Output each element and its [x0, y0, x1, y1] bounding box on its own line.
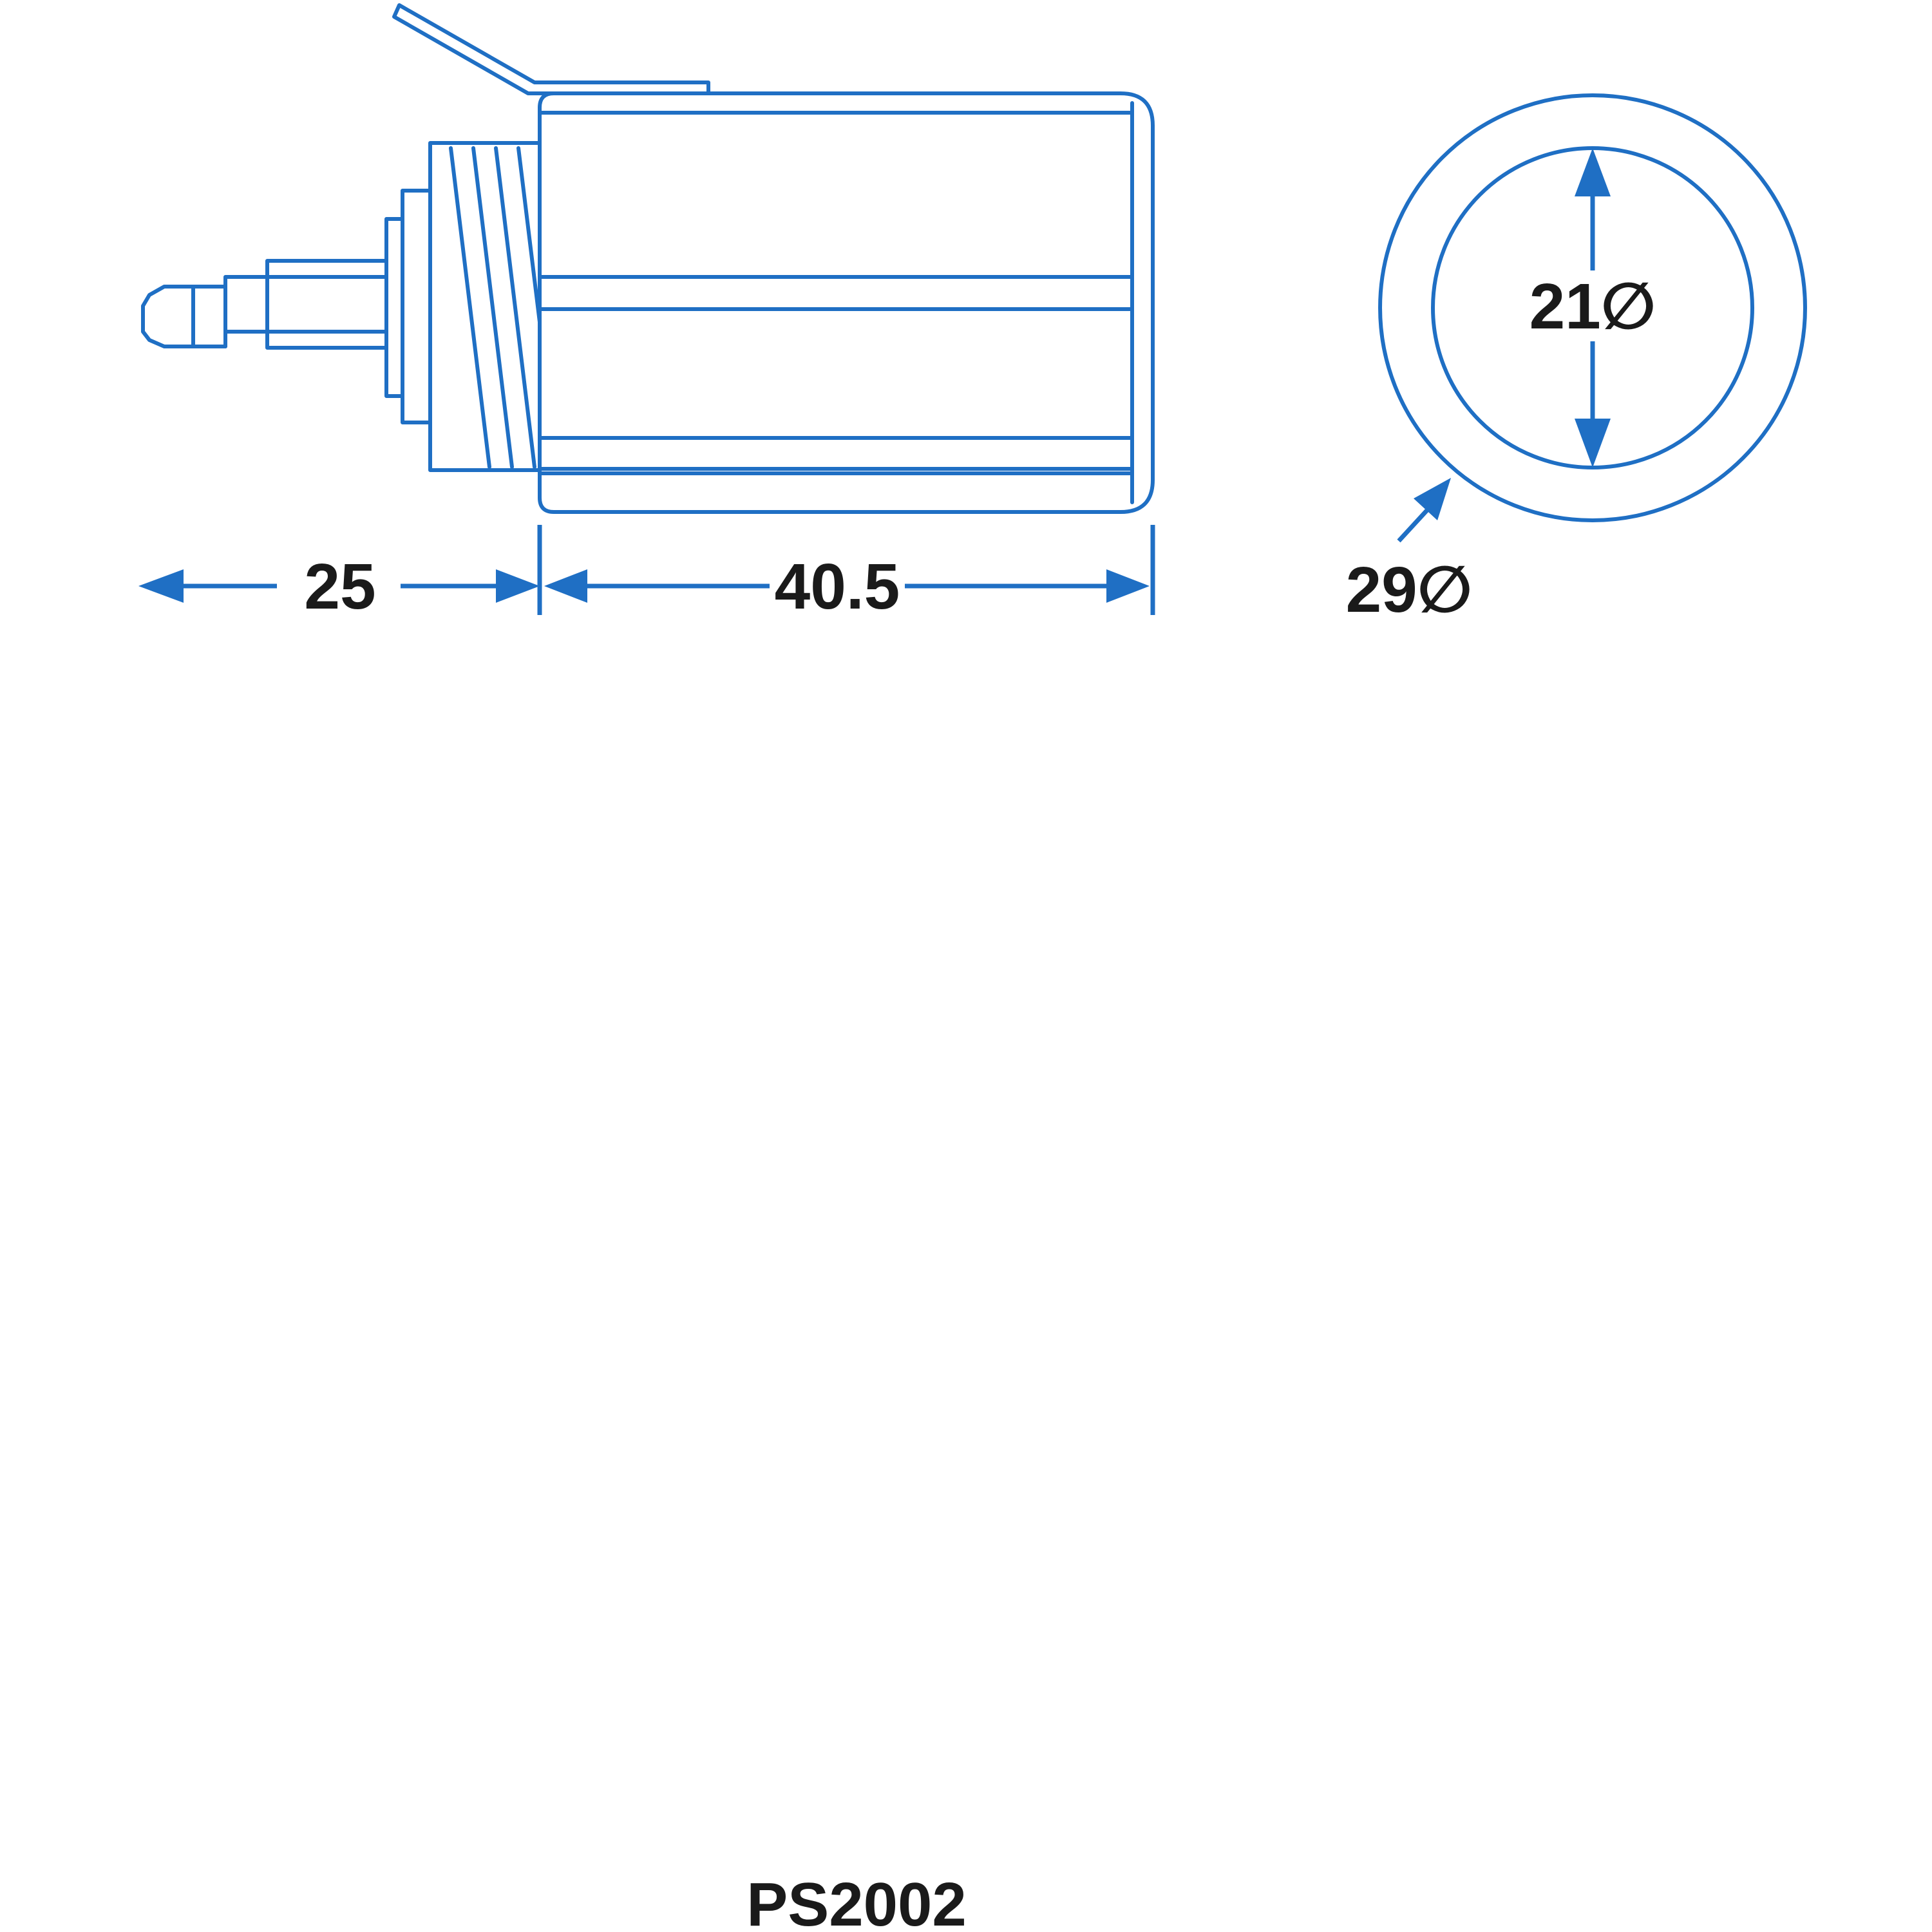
- side-view: [141, 3, 1155, 514]
- arrowhead-left: [138, 569, 184, 603]
- arrowhead-right: [1106, 569, 1150, 603]
- outer-circle: [1378, 93, 1807, 522]
- flange-ring: [384, 217, 404, 398]
- leader-line: [1397, 507, 1430, 543]
- solenoid-body: [538, 91, 1155, 514]
- thread-line: [516, 146, 542, 324]
- plunger-tip: [141, 275, 269, 348]
- thread-line: [449, 146, 491, 469]
- mounting-tab: [392, 3, 710, 95]
- arrowhead-right: [496, 569, 540, 603]
- thread-line: [471, 146, 514, 469]
- arrowhead-left: [544, 569, 587, 603]
- arrowhead-up: [1575, 148, 1611, 196]
- part-code: PS2002: [746, 1870, 967, 1932]
- end-view: 21∅ 29∅: [1346, 93, 1807, 626]
- thread-line: [494, 146, 536, 469]
- inner-diameter-label: 21∅: [1530, 270, 1656, 343]
- dimension-body-length: 40.5: [544, 551, 1150, 623]
- dimension-label: 25: [304, 551, 375, 623]
- flange-washer: [401, 189, 432, 424]
- plunger-shaft: [265, 259, 388, 350]
- outer-diameter-label: 29∅: [1346, 554, 1473, 626]
- arrowhead-down: [1575, 419, 1611, 468]
- dimension-plunger-length: 25: [138, 551, 540, 623]
- dimension-label: 40.5: [775, 551, 900, 623]
- label-backdrop: [1530, 270, 1658, 341]
- arrowhead-leader: [1414, 478, 1451, 520]
